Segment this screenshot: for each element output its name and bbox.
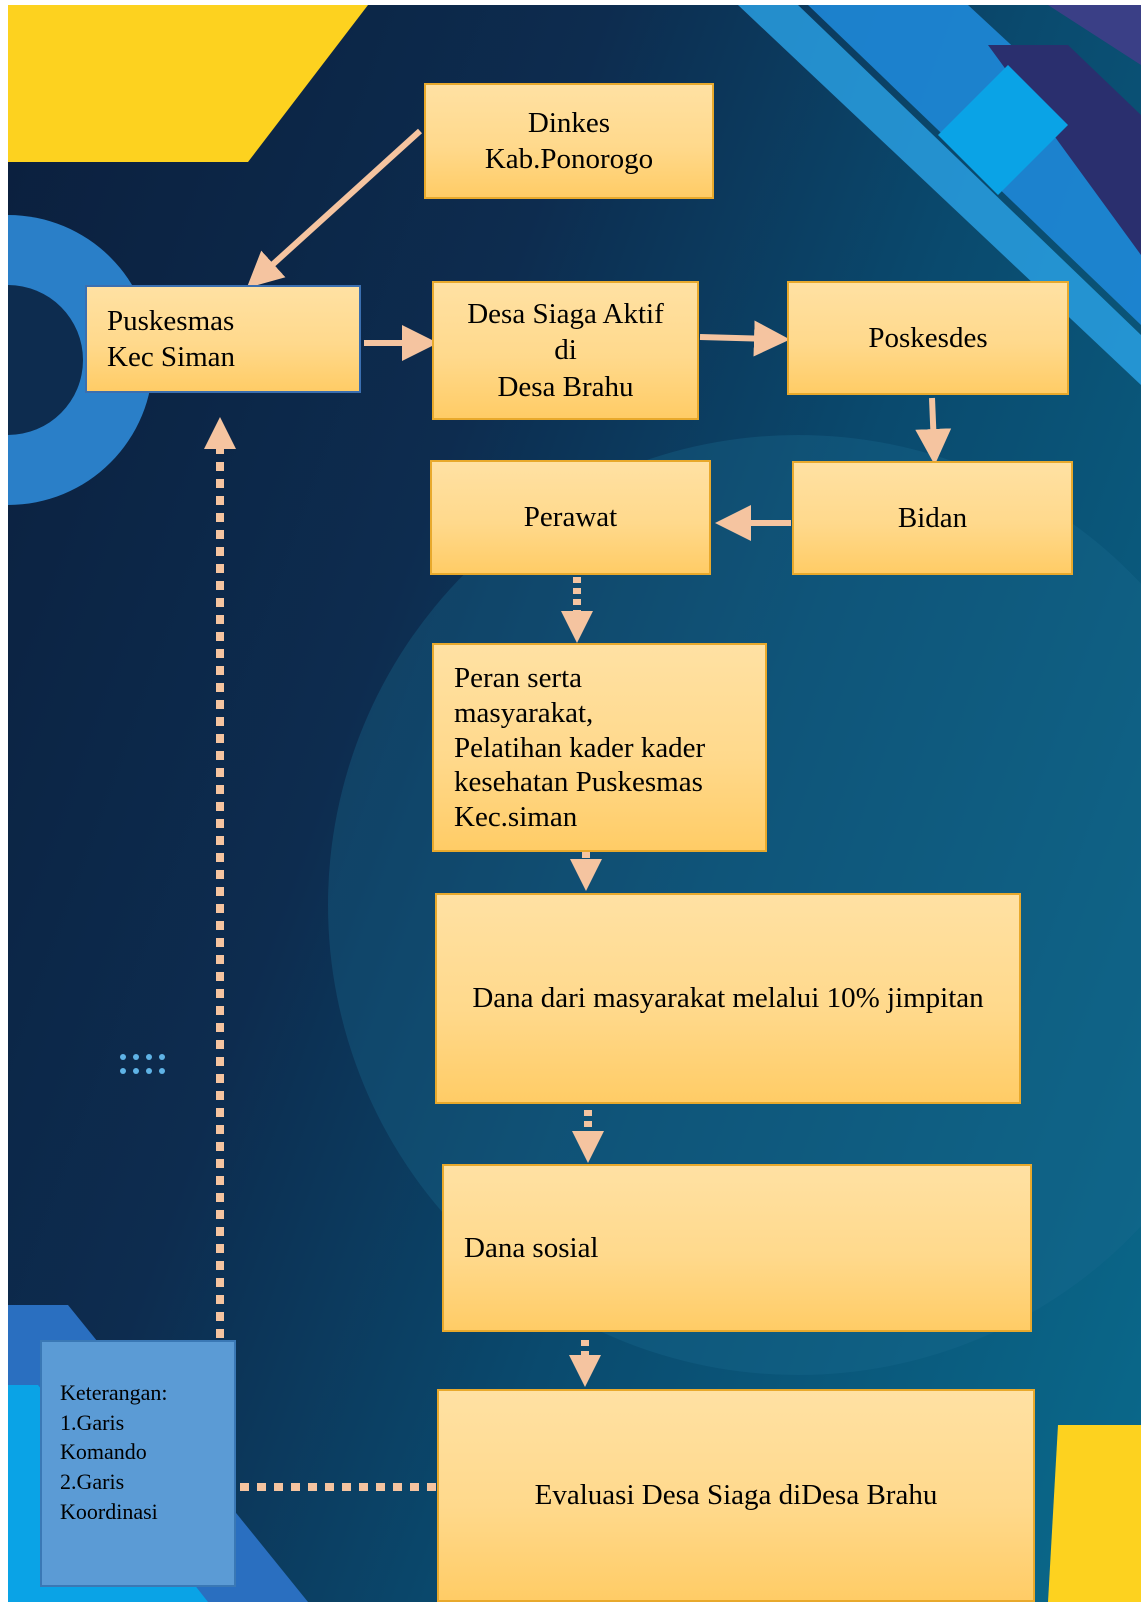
node-peran-serta-label: Peran serta masyarakat, Pelatihan kader … — [454, 662, 706, 834]
node-dana-sosial: Dana sosial — [442, 1164, 1032, 1332]
legend-item1-a: 1.Garis — [60, 1409, 125, 1435]
edge-poskesdes-bidan — [915, 397, 952, 465]
node-puskesmas: Puskesmas Kec Siman — [85, 285, 361, 393]
node-dana-masyarakat: Dana dari masyarakat melalui 10% jimpita… — [435, 893, 1021, 1104]
node-peran-serta: Peran serta masyarakat, Pelatihan kader … — [432, 643, 767, 852]
node-poskesdes-label: Poskesdes — [868, 321, 988, 354]
edge-dinkes-puskesmas — [246, 128, 423, 289]
node-dana-sosial-label: Dana sosial — [464, 1231, 599, 1264]
node-bidan-label: Bidan — [897, 501, 968, 534]
node-desa-siaga-label: Desa Siaga Aktif di Desa Brahu — [467, 298, 664, 403]
diagram-canvas: Dinkes Kab.Ponorogo Puskesmas Kec Siman … — [8, 5, 1141, 1602]
node-poskesdes: Poskesdes — [787, 281, 1069, 395]
node-dinkes-label: Dinkes Kab.Ponorogo — [484, 106, 654, 175]
node-dinkes: Dinkes Kab.Ponorogo — [424, 83, 714, 199]
node-dana-masyarakat-label: Dana dari masyarakat melalui 10% jimpita… — [472, 982, 984, 1015]
node-evaluasi-label: Evaluasi Desa Siaga diDesa Brahu — [534, 1479, 938, 1512]
node-perawat-label: Perawat — [523, 501, 618, 534]
node-evaluasi: Evaluasi Desa Siaga diDesa Brahu — [437, 1389, 1035, 1602]
legend-item2-b: Koordinasi — [60, 1498, 158, 1524]
node-puskesmas-label: Puskesmas Kec Siman — [107, 304, 236, 373]
node-perawat: Perawat — [430, 460, 711, 575]
legend-item2-a: 2.Garis — [60, 1469, 125, 1495]
legend-title: Keterangan: — [60, 1380, 168, 1405]
edge-desa-siaga-poskesdes — [699, 320, 790, 357]
node-bidan: Bidan — [792, 461, 1073, 575]
legend-item1-b: Komando — [60, 1439, 147, 1465]
legend-box: Keterangan: 1.Garis Komando 2.Garis Koor… — [40, 1340, 236, 1587]
node-desa-siaga: Desa Siaga Aktif di Desa Brahu — [432, 281, 699, 420]
